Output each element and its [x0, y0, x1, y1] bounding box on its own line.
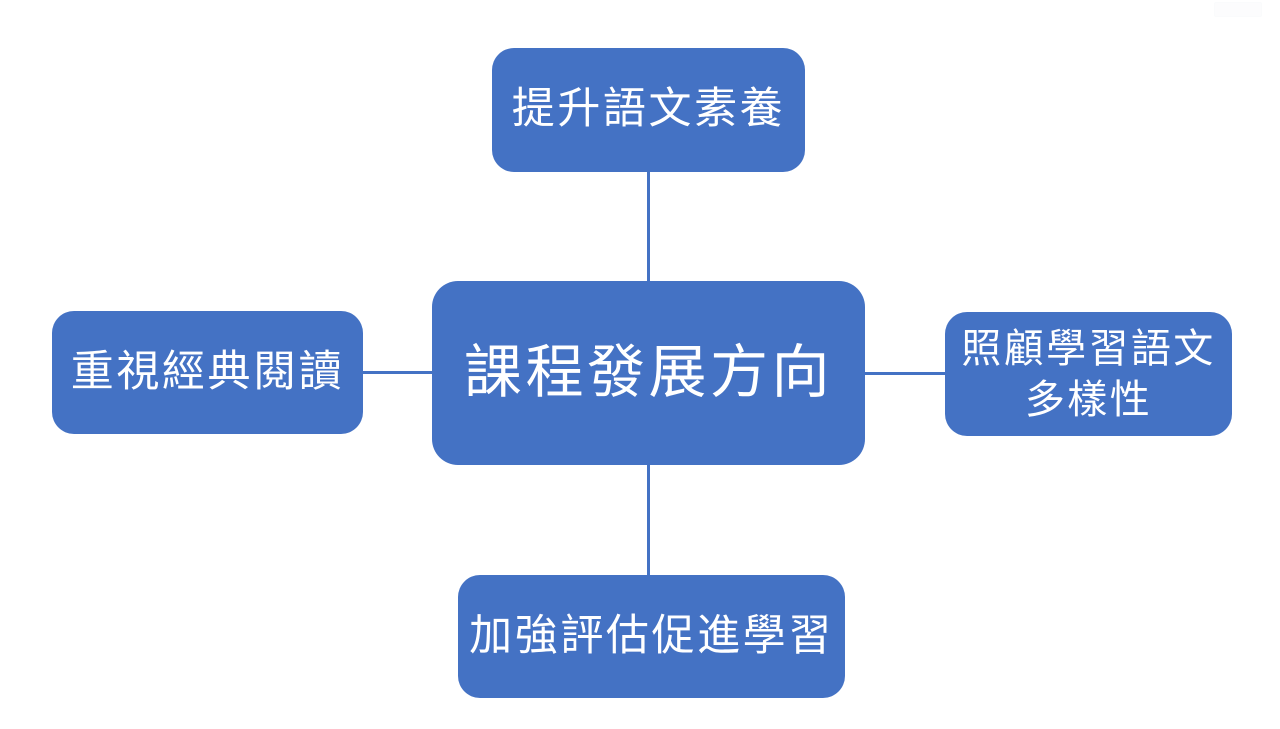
- node-right-label: 照顧學習語文 多樣性: [961, 325, 1216, 422]
- node-top-label: 提升語文素養: [511, 86, 786, 134]
- node-left[interactable]: 重視經典閱讀: [52, 311, 363, 434]
- node-right[interactable]: 照顧學習語文 多樣性: [945, 312, 1232, 436]
- connector-center-to-top: [647, 172, 650, 281]
- node-center-label: 課程發展方向: [464, 339, 833, 405]
- node-bottom[interactable]: 加強評估促進學習: [458, 575, 845, 698]
- node-top[interactable]: 提升語文素養: [492, 48, 805, 172]
- page-corner-artifact: [1214, 2, 1262, 17]
- node-bottom-label: 加強評估促進學習: [469, 612, 834, 660]
- connector-center-to-bottom: [647, 465, 650, 575]
- node-left-label: 重視經典閱讀: [70, 348, 345, 396]
- node-center-hub[interactable]: 課程發展方向: [432, 281, 865, 465]
- connector-center-to-right: [865, 372, 946, 375]
- connector-center-to-left: [363, 371, 433, 374]
